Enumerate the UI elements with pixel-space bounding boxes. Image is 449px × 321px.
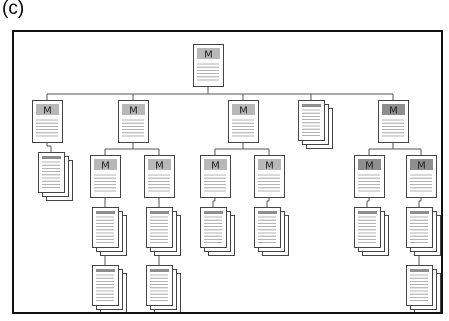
stack-sheet <box>354 207 381 248</box>
page-stack-icon <box>146 207 181 256</box>
page-stack-icon <box>200 207 235 256</box>
page-header-bar <box>204 211 223 214</box>
page-header-bar <box>302 104 321 107</box>
page-stack-icon <box>298 100 333 149</box>
master-page-icon: M <box>118 100 149 143</box>
master-page-icon: M <box>254 155 285 198</box>
page-stack-icon <box>146 265 181 312</box>
page-header-bar <box>358 159 381 170</box>
diagram-frame: M M M M M M M M M M M <box>12 30 443 314</box>
stack-sheet <box>406 207 433 248</box>
page-header-bar <box>150 211 169 214</box>
page-header-bar <box>150 269 169 272</box>
page-header-bar <box>258 211 277 214</box>
master-page-icon: M <box>228 100 259 143</box>
page-header-bar <box>96 269 115 272</box>
page-sheet <box>146 207 173 248</box>
page-header-bar <box>148 159 171 170</box>
master-label: M <box>101 161 110 172</box>
stack-sheet <box>38 152 65 193</box>
page-sheet <box>200 207 227 248</box>
page-header-bar <box>232 104 255 115</box>
stack-sheet <box>200 207 227 248</box>
connector-lines <box>46 86 422 265</box>
stack-sheet <box>92 265 119 306</box>
master-label: M <box>155 161 164 172</box>
page-header-bar <box>410 269 429 272</box>
page-stack-icon <box>254 207 289 256</box>
page-header-bar <box>42 156 61 159</box>
master-page-icon: M <box>200 155 231 198</box>
page-sheet <box>146 265 173 306</box>
page-header-bar <box>382 104 405 115</box>
master-label: M <box>211 161 220 172</box>
page-stack-icon <box>38 152 73 201</box>
page-header-bar <box>410 159 433 170</box>
page-sheet <box>406 265 433 306</box>
page-header-bar <box>358 211 377 214</box>
page-header-bar <box>204 159 227 170</box>
page-header-bar <box>258 159 281 170</box>
stack-sheet <box>92 207 119 248</box>
master-label: M <box>417 161 426 172</box>
page-stack-icon <box>406 265 441 312</box>
page-header-bar <box>122 104 145 115</box>
page-header-bar <box>96 211 115 214</box>
page-sheet <box>298 100 325 141</box>
page-sheet <box>38 152 65 193</box>
master-label: M <box>389 106 398 117</box>
master-page-icon: M <box>193 44 224 87</box>
page-header-bar <box>36 104 59 115</box>
page-sheet <box>92 265 119 306</box>
page-stack-icon <box>92 265 127 312</box>
hierarchy-diagram: M M M M M M M M M M M <box>32 44 441 312</box>
page-stack-icon <box>354 207 389 256</box>
master-label: M <box>129 106 138 117</box>
page-stack-icon <box>406 207 441 256</box>
page-sheet <box>92 207 119 248</box>
master-page-icon: M <box>144 155 175 198</box>
master-label: M <box>43 106 52 117</box>
page-stack-icon <box>92 207 127 256</box>
master-page-icon: M <box>354 155 385 198</box>
master-page-icon: M <box>406 155 437 198</box>
page-header-bar <box>94 159 117 170</box>
stack-sheet <box>298 100 325 141</box>
master-label: M <box>265 161 274 172</box>
panel-label: (c) <box>2 0 25 19</box>
page-header-bar <box>197 48 220 59</box>
stack-sheet <box>406 265 433 306</box>
master-label: M <box>204 50 213 61</box>
master-label: M <box>365 161 374 172</box>
master-label: M <box>239 106 248 117</box>
master-page-icon: M <box>32 100 63 143</box>
stack-sheet <box>146 265 173 306</box>
page-header-bar <box>410 211 429 214</box>
stack-sheet <box>254 207 281 248</box>
master-page-icon: M <box>90 155 121 198</box>
page-sheet <box>354 207 381 248</box>
page-sheet <box>254 207 281 248</box>
master-page-icon: M <box>378 100 409 143</box>
page-sheet <box>406 207 433 248</box>
stack-sheet <box>146 207 173 248</box>
